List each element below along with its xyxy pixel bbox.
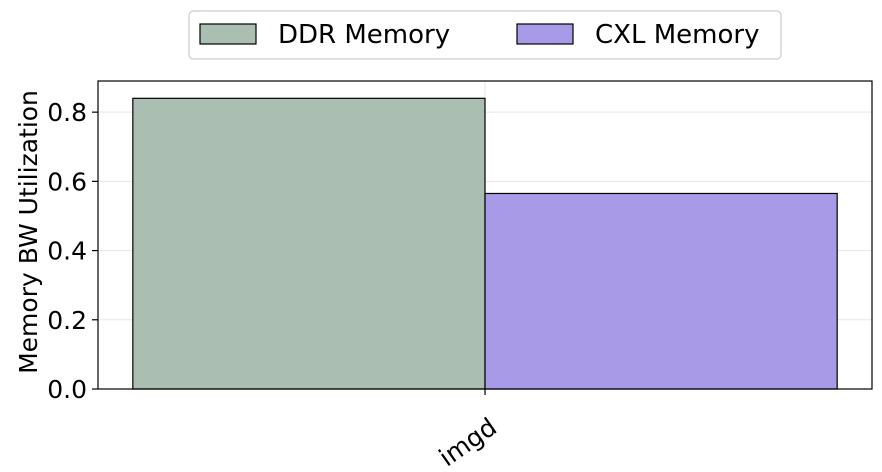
legend-swatch [199,23,257,45]
legend-label: DDR Memory [278,20,450,50]
y-tick-label: 0.4 [47,237,87,266]
y-axis-ticks: 0.0 0.2 0.4 0.6 0.8 [47,98,98,404]
legend-swatch [516,23,574,45]
y-tick-label: 0.0 [47,375,87,404]
x-tick-label: imgd [434,412,502,472]
legend-label: CXL Memory [595,20,759,50]
y-axis-label: Memory BW Utilization [14,90,43,374]
bar-cxl-memory [484,192,838,390]
y-tick-label: 0.8 [47,98,87,127]
y-tick-label: 0.6 [47,167,87,196]
legend: DDR Memory CXL Memory [188,10,782,60]
bar-ddr-memory [132,97,486,390]
x-axis-ticks: imgd [434,389,502,472]
y-tick-label: 0.2 [47,306,87,335]
bars [132,97,838,390]
legend-box [188,10,782,60]
